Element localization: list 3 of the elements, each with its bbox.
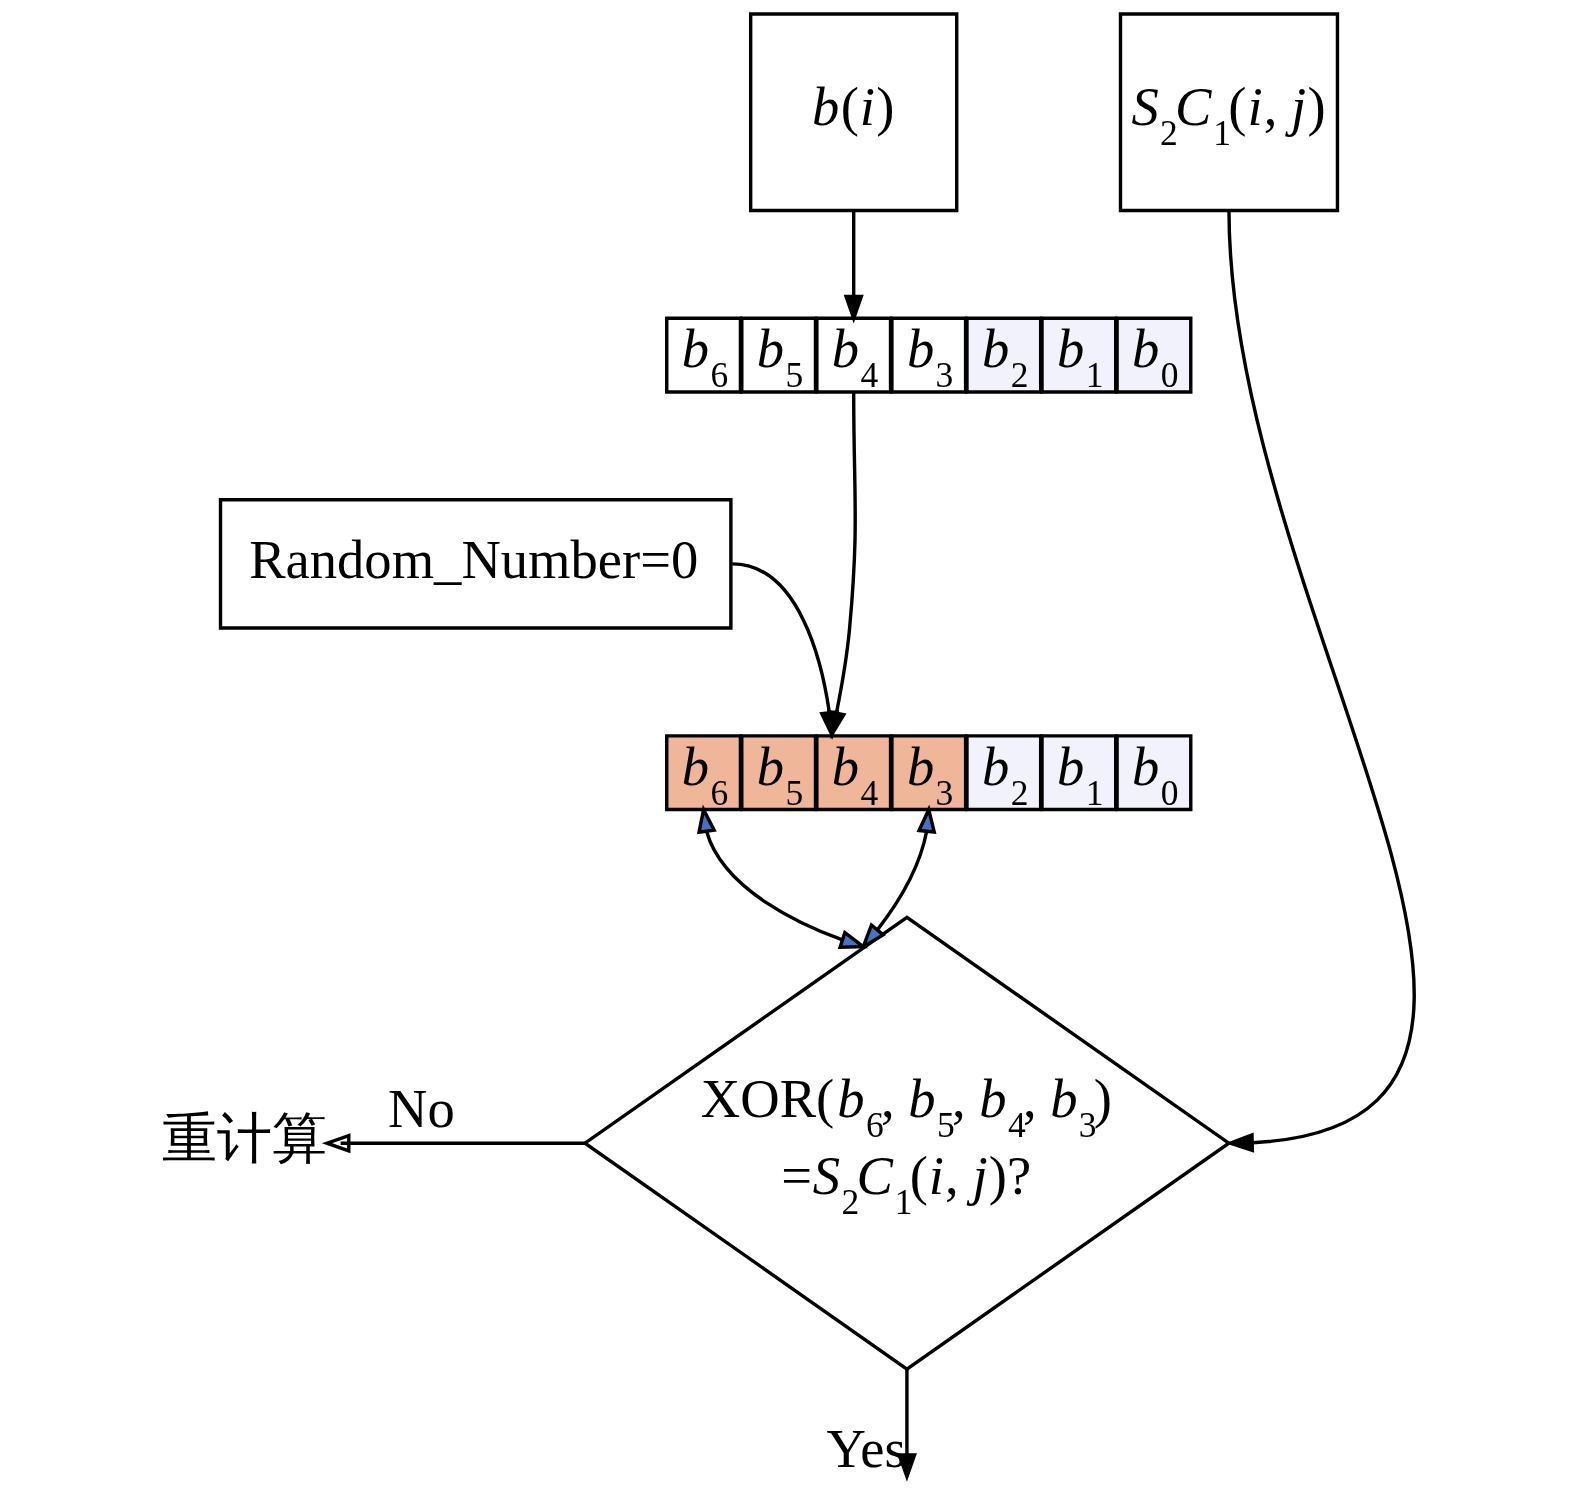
node-text: 重计算 [161,1107,327,1169]
edge-label: No [388,1077,455,1139]
edge-label: Yes [826,1417,906,1479]
